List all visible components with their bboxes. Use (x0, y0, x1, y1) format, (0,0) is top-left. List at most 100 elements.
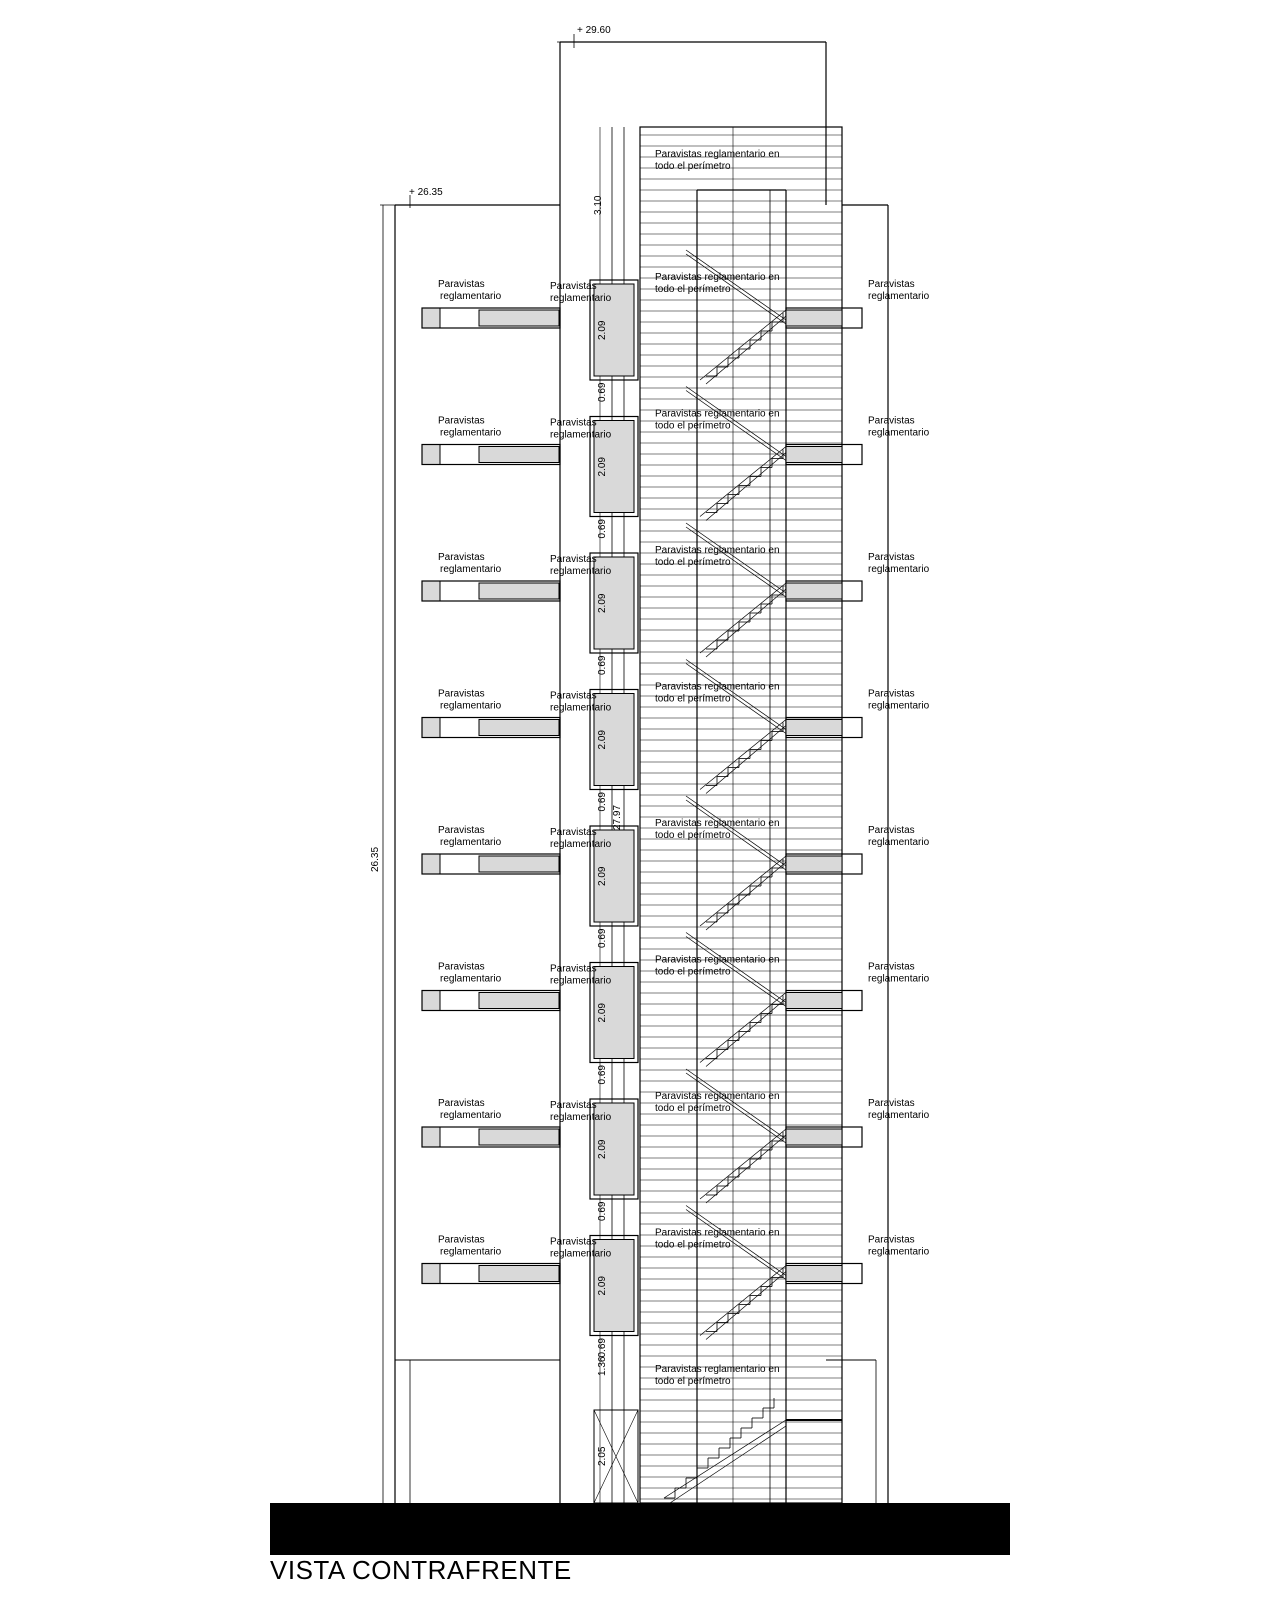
stair-flight (685, 253, 787, 325)
perimeter-label: Paravistas reglamentario en (655, 682, 780, 693)
perimeter-label: todo el perímetro (655, 1240, 731, 1251)
paravistas-label-right: reglamentario (868, 291, 930, 302)
stair-flight (705, 861, 787, 931)
stair-flight (685, 522, 787, 594)
stair-flight (699, 582, 787, 654)
perimeter-label: Paravistas reglamentario en (655, 272, 780, 283)
stair-flight (685, 1072, 787, 1144)
paravistas-label-left: Paravistas (438, 279, 485, 290)
balcony-left-fill (478, 1128, 560, 1146)
dim-gap: 0.69 (597, 1201, 608, 1221)
paravistas-label-left: reglamentario (440, 1110, 502, 1121)
balcony-left-box (421, 853, 441, 875)
stair-flight (685, 795, 787, 867)
stair-flight (663, 1419, 787, 1499)
balcony-right-fill (785, 1128, 843, 1146)
stair-flight (699, 992, 787, 1063)
stair-flight (685, 526, 787, 598)
dim-window-height: 2.09 (597, 1003, 608, 1023)
door-diag-2 (593, 1409, 639, 1504)
window-frame (589, 279, 639, 381)
balcony-right-fill (785, 446, 843, 463)
stair-flight (699, 446, 787, 517)
paravistas-label-right: Paravistas (868, 1235, 915, 1246)
paravistas-label-mid: reglamentario (550, 293, 612, 304)
paravistas-label-left: Paravistas (438, 1235, 485, 1246)
paravistas-label-right: Paravistas (868, 552, 915, 563)
window-frame (589, 415, 639, 518)
dim-window-height: 2.09 (597, 730, 608, 750)
paravistas-label-mid: reglamentario (550, 430, 612, 441)
dim-window-height: 2.09 (597, 1139, 608, 1159)
paravistas-label-left: Paravistas (438, 552, 485, 563)
window-frame (589, 688, 639, 791)
stair-flight (699, 1128, 787, 1200)
paravistas-label-mid: reglamentario (550, 976, 612, 987)
paravistas-label-left: Paravistas (438, 962, 485, 973)
stair-flight (705, 588, 787, 658)
balcony-left (421, 853, 561, 875)
paravistas-label-left: reglamentario (440, 291, 502, 302)
stair-flight (699, 1265, 787, 1336)
perimeter-label: Paravistas reglamentario en (655, 955, 780, 966)
paravistas-label-right: Paravistas (868, 1098, 915, 1109)
balcony-right-fill (785, 582, 843, 600)
perimeter-label: todo el perímetro (655, 967, 731, 978)
perimeter-label: Paravistas reglamentario en (655, 545, 780, 556)
stair-flight (699, 309, 787, 381)
ground-door (593, 1409, 639, 1504)
paravistas-label-mid: reglamentario (550, 566, 612, 577)
stair-cage (639, 126, 843, 1504)
balcony-left-fill (478, 992, 560, 1009)
dim-gap: 0.69 (597, 1065, 608, 1085)
paravistas-label-right: Paravistas (868, 279, 915, 290)
window-frame (589, 1234, 639, 1337)
balcony-left (421, 1126, 561, 1148)
balcony-left-box (421, 580, 441, 602)
paravistas-label-mid: reglamentario (550, 703, 612, 714)
stair-flight (685, 1205, 787, 1276)
perimeter-label: todo el perímetro (655, 830, 731, 841)
stair-flight (669, 1425, 787, 1504)
window-frame (589, 961, 639, 1064)
stair-flight (685, 386, 787, 457)
balcony-left-box (421, 307, 441, 329)
balcony-right-fill (785, 309, 843, 327)
dim-gap: 0.69 (597, 382, 608, 402)
window-glass (593, 1102, 635, 1196)
window-frame (589, 825, 639, 927)
stair-flight (685, 932, 787, 1003)
balcony-right-fill (785, 992, 843, 1009)
dim-window-height: 2.09 (597, 457, 608, 477)
window-frame (589, 552, 639, 654)
window-glass (593, 283, 635, 377)
paravistas-label-mid: Paravistas (550, 554, 597, 565)
window-glass (593, 1239, 635, 1332)
perimeter-label: todo el perímetro (655, 421, 731, 432)
dim-window-height: 2.09 (597, 866, 608, 886)
stair-flight (705, 1271, 787, 1340)
stair-flight (685, 663, 787, 734)
balcony-right-fill (785, 719, 843, 736)
paravistas-label-right: reglamentario (868, 1247, 930, 1258)
stair-flight (685, 390, 787, 461)
stair-flight (699, 719, 787, 790)
balcony-left-fill (478, 446, 560, 463)
paravistas-label-left: Paravistas (438, 1098, 485, 1109)
paravistas-label-left: reglamentario (440, 701, 502, 712)
paravistas-label-left: reglamentario (440, 564, 502, 575)
paravistas-label-mid: Paravistas (550, 1100, 597, 1111)
stair-flight (699, 855, 787, 927)
balcony-left-box (421, 444, 441, 465)
paravistas-label-left: reglamentario (440, 428, 502, 439)
balcony-left (421, 1262, 561, 1285)
stair-flight (685, 799, 787, 871)
paravistas-label-left: Paravistas (438, 689, 485, 700)
paravistas-label-mid: Paravistas (550, 418, 597, 429)
paravistas-label-left: reglamentario (440, 1247, 502, 1258)
paravistas-label-mid: Paravistas (550, 281, 597, 292)
stair-flight (705, 998, 787, 1067)
perimeter-label: Paravistas reglamentario en (655, 818, 780, 829)
perimeter-label: todo el perímetro (655, 284, 731, 295)
balcony-left-box (421, 1263, 441, 1284)
